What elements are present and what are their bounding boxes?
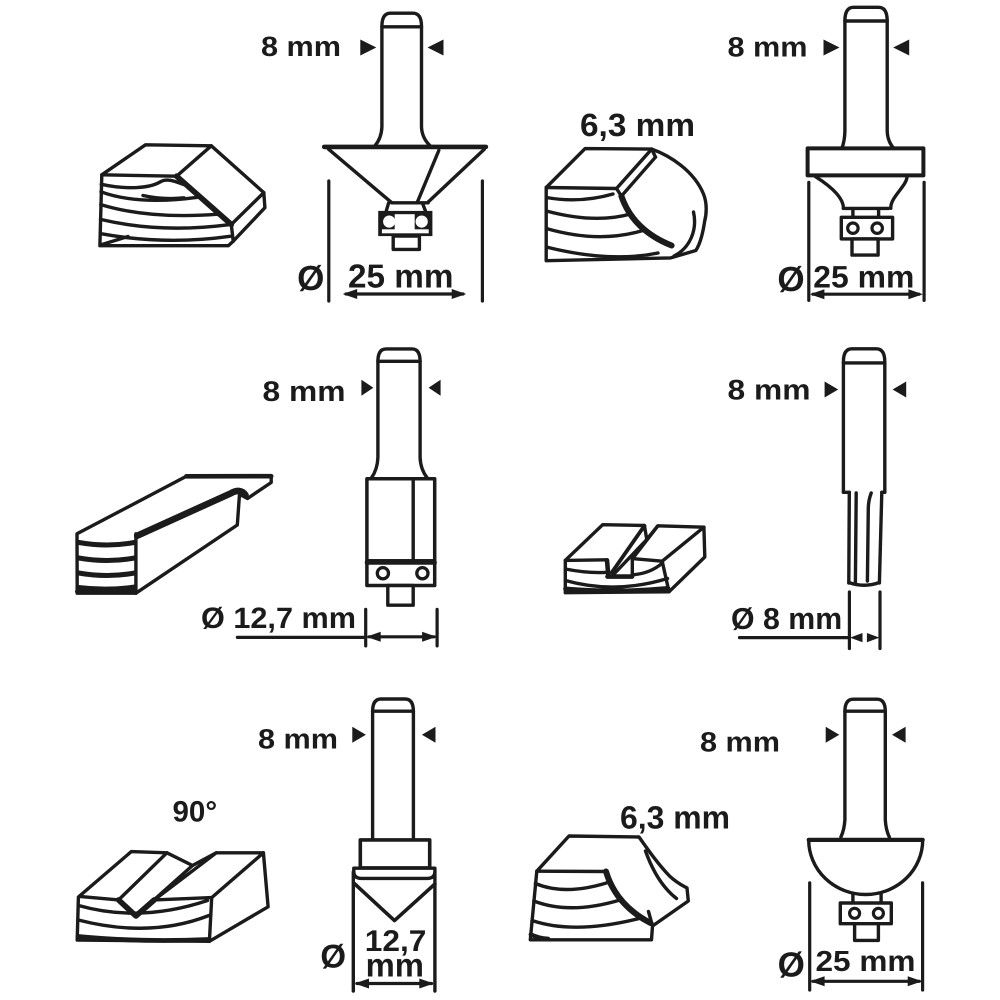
svg-text:Ø: Ø [320, 938, 346, 975]
svg-text:8 mm: 8 mm [700, 727, 780, 758]
svg-text:Ø: Ø [777, 260, 804, 299]
svg-text:Ø 12,7 mm: Ø 12,7 mm [201, 602, 356, 635]
svg-text:25 mm: 25 mm [348, 258, 454, 295]
svg-text:Ø 8 mm: Ø 8 mm [731, 603, 842, 636]
svg-text:90°: 90° [173, 796, 218, 829]
svg-text:12,7: 12,7 [365, 925, 427, 958]
svg-text:mm: mm [366, 946, 424, 983]
svg-text:25 mm: 25 mm [816, 946, 916, 978]
svg-text:8 mm: 8 mm [263, 376, 346, 408]
svg-text:8 mm: 8 mm [728, 375, 811, 407]
svg-text:25 mm: 25 mm [813, 260, 914, 295]
svg-text:8 mm: 8 mm [728, 32, 808, 63]
svg-text:6,3 mm: 6,3 mm [620, 800, 730, 836]
svg-text:8 mm: 8 mm [261, 31, 341, 62]
svg-text:Ø: Ø [297, 259, 324, 298]
svg-text:Ø: Ø [778, 946, 805, 985]
svg-text:8 mm: 8 mm [258, 724, 338, 755]
svg-text:6,3 mm: 6,3 mm [580, 107, 695, 143]
